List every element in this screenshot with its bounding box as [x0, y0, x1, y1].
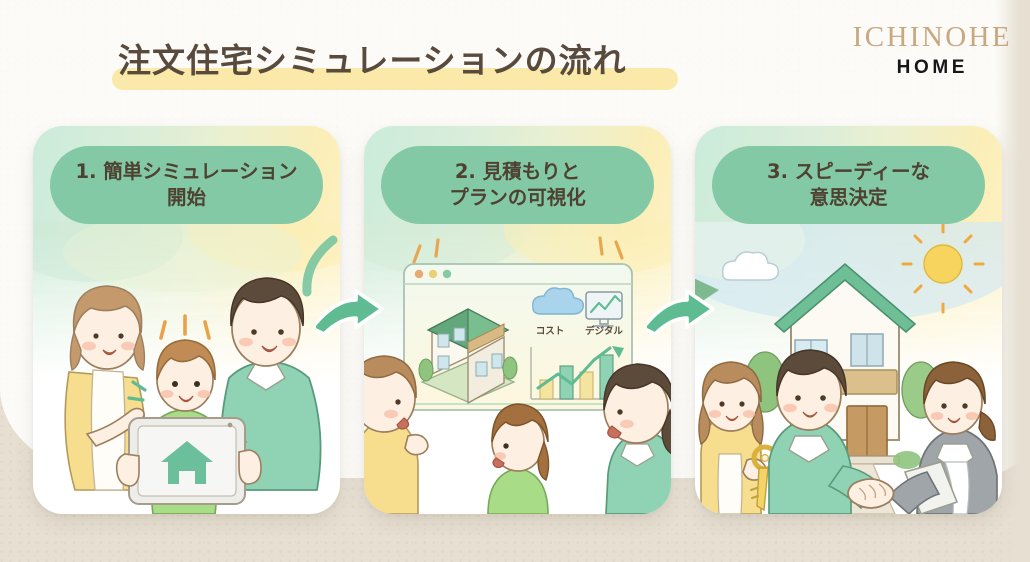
scene-family-with-tablet — [33, 222, 340, 514]
brand-logo: ICHINOHE HOME — [853, 22, 1012, 79]
scene-plan-visualization: コスト デジタル — [364, 222, 671, 514]
scene-handshake-keys — [695, 222, 1002, 514]
digital-icon-label: デジタル — [585, 325, 623, 337]
title-highlight-bar — [112, 68, 678, 90]
step-card-2[interactable]: 2. 見積もりと プランの可視化 — [364, 126, 671, 514]
step-card-1[interactable]: 1. 簡単シミュレーション 開始 — [33, 126, 340, 514]
flow-arrow-2 — [647, 288, 717, 344]
cost-icon-label: コスト — [536, 326, 565, 337]
page-title: 注文住宅シミュレーションの流れ — [118, 41, 627, 80]
step-3-label: 3. スピーディーな 意思決定 — [712, 146, 985, 224]
step-card-3[interactable]: 3. スピーディーな 意思決定 — [695, 126, 1002, 514]
flow-arrow-1 — [316, 288, 386, 344]
logo-wordmark: ICHINOHE — [852, 21, 1012, 53]
logo-subtitle: HOME — [896, 57, 969, 79]
step-1-label: 1. 簡単シミュレーション 開始 — [50, 146, 323, 224]
page-title-block: 注文住宅シミュレーションの流れ — [112, 34, 678, 90]
step-2-label: 2. 見積もりと プランの可視化 — [381, 146, 654, 224]
